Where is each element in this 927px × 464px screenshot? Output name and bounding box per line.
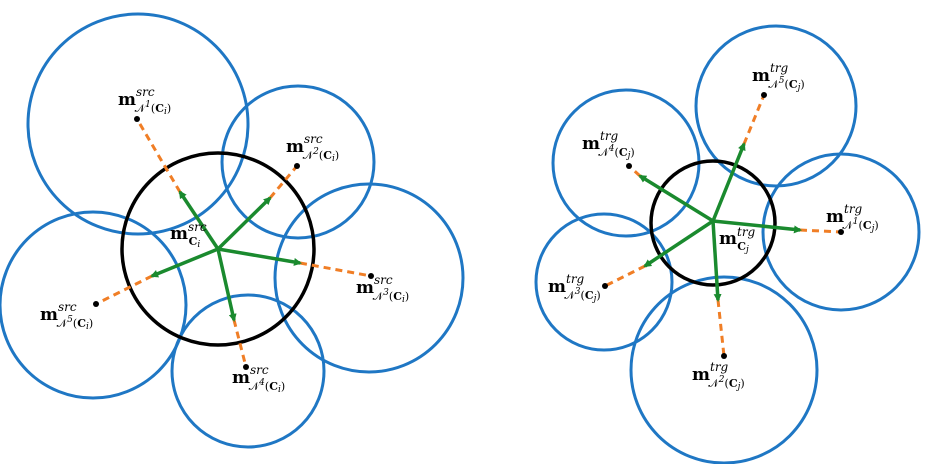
target-point-4 [626,163,632,169]
source-neighbor-circle-5 [0,210,188,400]
source-neighbor-circle-3 [273,182,465,374]
target-neighbor-circle-3 [534,212,674,352]
source-point-4 [243,364,249,370]
target-arrow-3 [643,219,714,268]
source-dashed-link-1 [135,118,182,193]
source-arrow-2 [216,196,272,251]
source-arrow-1 [178,190,220,250]
source-point-2 [294,163,300,169]
source-arrow-4 [216,248,237,322]
target-point-1 [838,229,844,235]
target-neighbor-circle-5 [694,24,858,188]
source-dashed-link-3 [299,261,372,278]
source-neighbor-circle-1 [26,12,250,236]
target-arrow-5 [711,142,746,222]
source-dashed-link-5 [95,274,153,306]
target-point-2 [721,353,727,359]
source-neighbor-circle-2 [220,84,376,240]
target-dashed-link-2 [716,299,726,357]
source-dashed-link-4 [232,319,248,368]
target-dashed-link-5 [742,94,766,145]
target-center-circle [649,159,777,287]
target-arrow-2 [711,220,722,302]
source-neighbor-circle-4 [170,293,326,449]
target-dashed-link-1 [799,228,842,234]
source-dashed-link-2 [268,165,299,199]
target-point-3 [602,283,608,289]
target-arrow-1 [712,219,802,234]
source-arrow-5 [150,247,219,278]
source-center-circle [120,151,316,347]
source-point-5 [93,301,99,307]
target-arrow-4 [638,174,714,223]
source-point-1 [134,116,140,122]
source-point-3 [368,273,374,279]
target-neighbor-circle-2 [629,275,819,464]
target-dashed-link-3 [604,264,646,288]
source-arrow-3 [217,247,302,266]
target-point-5 [761,92,767,98]
target-neighbor-circle-4 [551,88,701,238]
